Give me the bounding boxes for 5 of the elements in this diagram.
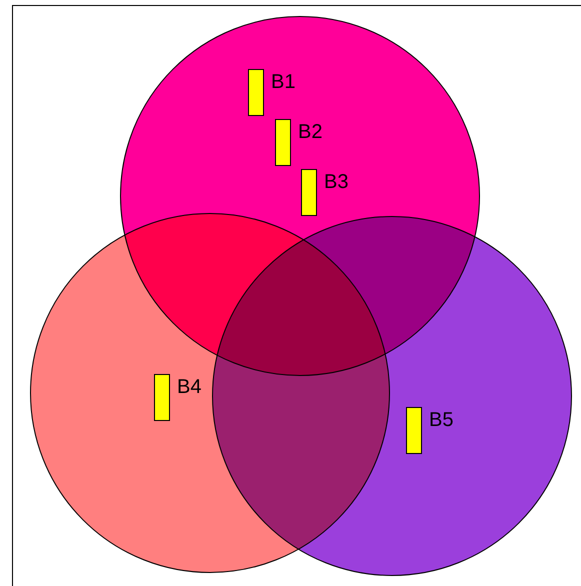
bar-label: B1: [271, 71, 296, 93]
bar-label: B2: [298, 121, 322, 143]
bar-label: B5: [429, 409, 454, 431]
bar-label: B3: [324, 171, 348, 193]
bar-label: B4: [177, 376, 202, 398]
